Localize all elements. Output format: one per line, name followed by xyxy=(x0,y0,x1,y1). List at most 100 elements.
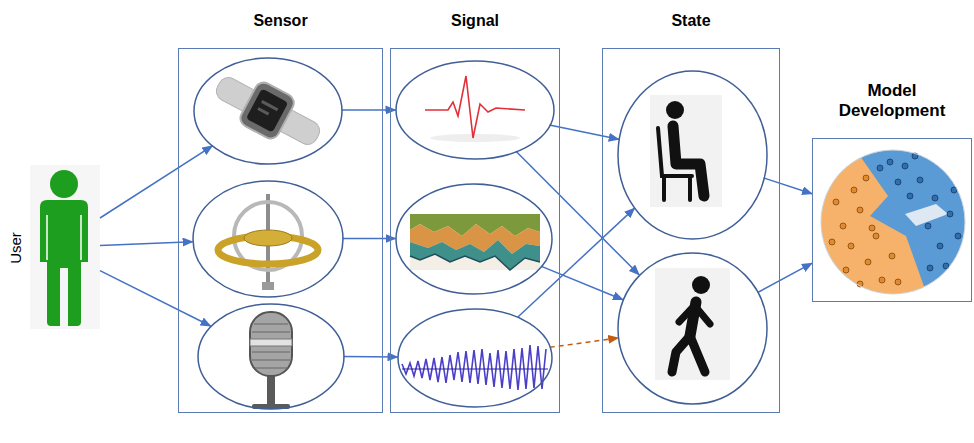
scatter-plot-picture xyxy=(840,223,846,229)
scatter-plot-picture xyxy=(937,243,943,249)
scatter-plot-picture xyxy=(833,199,839,205)
signal-ellipse xyxy=(395,60,555,160)
ellipse-outline xyxy=(192,180,344,298)
ecg-signal-picture xyxy=(425,76,525,138)
smartwatch-picture xyxy=(207,64,328,159)
column-box: State xyxy=(602,48,780,413)
scatter-plot-picture xyxy=(877,165,883,171)
scatter-plot-picture xyxy=(879,277,885,283)
audio-waveform-picture xyxy=(402,345,548,390)
connector-arrow xyxy=(343,238,396,240)
scatter-plot-picture xyxy=(932,195,938,201)
user-label: User xyxy=(7,232,24,264)
ellipse-outline xyxy=(395,183,553,295)
column-box: Sensor xyxy=(178,48,383,413)
signal-ellipse xyxy=(397,308,553,408)
scatter-plot-picture xyxy=(902,163,908,169)
scatter-plot-picture xyxy=(843,267,849,273)
gyroscope-picture xyxy=(218,194,318,290)
microphone-picture xyxy=(250,312,292,376)
sitting-person-icon xyxy=(650,95,722,207)
heading-text: Sensor xyxy=(253,12,307,29)
scatter-plot-picture xyxy=(865,259,871,265)
scatter-plot-picture xyxy=(863,175,869,181)
scatter-plot-picture xyxy=(925,223,931,229)
user-figure xyxy=(50,170,78,198)
signal-ellipse xyxy=(395,183,553,295)
user-figure xyxy=(30,165,100,329)
ellipse-outline xyxy=(396,184,552,294)
ellipse-outline xyxy=(198,304,344,409)
heading-text: Model Development xyxy=(839,81,946,120)
ecg-signal-picture xyxy=(430,134,520,142)
connector-arrow xyxy=(516,151,639,275)
model-box: Model Development xyxy=(812,138,972,302)
walking-person-icon xyxy=(655,268,730,380)
scatter-plot-picture xyxy=(848,243,854,249)
sitting-person-icon xyxy=(666,101,684,119)
walking-person-icon xyxy=(692,276,710,294)
sitting-person-icon xyxy=(650,95,722,207)
scatter-plot-picture xyxy=(955,233,961,239)
connector-arrow xyxy=(342,109,396,111)
scatter-plot-picture xyxy=(877,153,961,271)
scatter-plot-picture xyxy=(819,156,926,298)
smartwatch-picture xyxy=(257,107,269,115)
scatter-plot-picture xyxy=(829,239,835,245)
scatter-plot-picture xyxy=(889,253,895,259)
state-ellipse xyxy=(617,70,768,240)
connector-arrow xyxy=(764,178,813,194)
scatter-plot-picture xyxy=(917,177,923,183)
heading-text: State xyxy=(671,12,710,29)
scatter-plot-picture xyxy=(895,179,901,185)
ellipse-outline xyxy=(193,57,343,165)
ellipse-outline xyxy=(194,58,342,164)
scatter-plot-picture xyxy=(873,233,879,239)
column-box: Signal xyxy=(390,48,560,413)
walking-person-icon xyxy=(655,268,730,380)
scatter-plot-picture xyxy=(905,204,948,226)
column-heading: Model Development xyxy=(817,81,967,121)
user-figure xyxy=(40,200,88,326)
microphone-picture xyxy=(250,312,292,409)
scatter-plot-picture xyxy=(887,159,893,165)
smartwatch-picture xyxy=(237,79,297,141)
gyroscope-picture xyxy=(262,282,274,290)
microphone-picture xyxy=(267,372,275,408)
gyroscope-picture xyxy=(244,230,292,246)
scatter-plot-picture xyxy=(927,265,933,271)
state-ellipse xyxy=(617,252,768,405)
sitting-person-icon xyxy=(658,128,692,200)
scatter-plot-picture xyxy=(857,207,863,213)
microphone-picture xyxy=(250,339,292,346)
walking-person-icon xyxy=(679,306,710,324)
sensor-ellipse xyxy=(192,180,344,298)
scatter-plot-picture xyxy=(947,211,953,217)
connector-arrow xyxy=(550,338,618,347)
motion-signal-picture xyxy=(410,214,540,270)
ellipse-outline xyxy=(395,60,555,160)
scatter-plot-picture xyxy=(869,225,875,231)
connector-arrow xyxy=(518,208,635,317)
user-node: User xyxy=(8,165,100,330)
user-figure xyxy=(47,215,81,260)
smartwatch-picture xyxy=(246,88,288,132)
ellipse-outline xyxy=(398,309,552,407)
ellipse-outline xyxy=(617,70,768,240)
ecg-signal-picture xyxy=(425,76,525,142)
connector-arrow xyxy=(758,263,812,292)
smartwatch-picture xyxy=(213,74,323,148)
column-heading: Sensor xyxy=(253,11,307,31)
walking-person-icon xyxy=(672,336,705,372)
ellipse-outline xyxy=(193,181,343,297)
connector-arrow xyxy=(541,266,623,300)
ellipse-outline xyxy=(617,252,768,405)
ellipse-outline xyxy=(396,61,554,159)
column-heading: State xyxy=(671,11,710,31)
scatter-plot-picture xyxy=(821,150,965,294)
scatter-plot-picture xyxy=(895,279,901,285)
ellipse-outline xyxy=(197,303,345,410)
